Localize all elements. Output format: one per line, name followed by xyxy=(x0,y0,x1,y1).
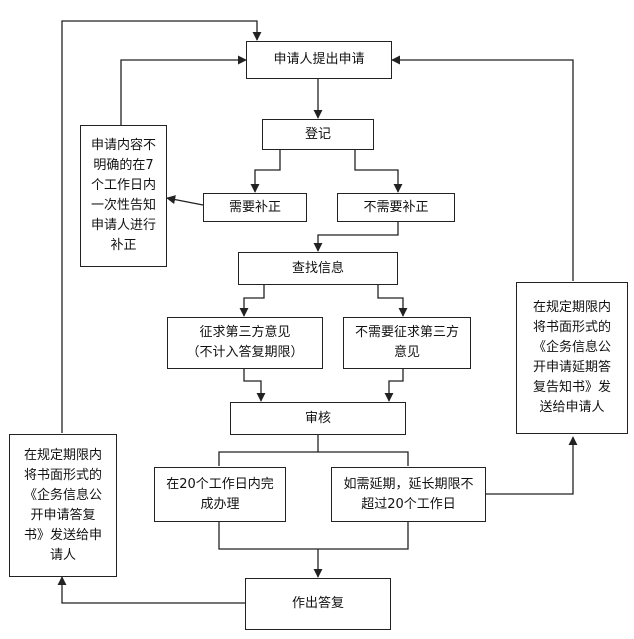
no-need-fix-box: 不需要补正 xyxy=(337,193,455,222)
need-fix-box: 需要补正 xyxy=(203,193,307,222)
line-merge-to-reply xyxy=(218,522,409,550)
extend-box: 如需延期，延长期限不 超过20个工作日 xyxy=(331,467,486,522)
third-party-box: 征求第三方意见 （不计入答复期限） xyxy=(167,317,323,369)
reply-box: 作出答复 xyxy=(245,578,391,630)
notify-fix-box: 申请内容不 明确的在7 个工作日内 一次性告知 申请人进行 补正 xyxy=(80,125,167,267)
extension-notice-box: 在规定期限内 将书面形式的 《企务信息公 开申请延期答 复告知书》发 送给申请人 xyxy=(516,282,628,434)
arrow-no-need-fix-to-search xyxy=(313,222,399,252)
arrow-third-party-to-review xyxy=(243,369,266,402)
arrow-register-to-need-fix xyxy=(250,149,281,193)
arrow-search-to-third-party xyxy=(239,285,265,317)
apply-box: 申请人提出申请 xyxy=(246,41,392,79)
arrow-search-to-no-third-party xyxy=(377,285,408,317)
arrow-extend-to-extension-notice xyxy=(486,436,578,495)
register-box: 登记 xyxy=(262,119,374,150)
line-review-split xyxy=(218,451,409,466)
review-box: 审核 xyxy=(230,402,406,435)
no-third-party-box: 不需要征求第三方 意见 xyxy=(343,317,471,369)
search-box: 查找信息 xyxy=(238,252,398,285)
arrow-reply-notice-back-to-top xyxy=(61,20,262,433)
arrow-no-third-party-to-review xyxy=(384,369,404,402)
arrow-extension-notice-back-to-apply xyxy=(391,55,574,281)
arrow-register-to-no-need-fix xyxy=(354,149,403,193)
arrow-reply-to-reply-notice xyxy=(57,576,245,604)
reply-notice-box: 在规定期限内 将书面形式的 《企务信息公 开申请答复 书》发送给申 请人 xyxy=(9,434,117,577)
arrow-need-fix-to-notice xyxy=(166,195,204,206)
arrow-notice-back-to-apply xyxy=(120,55,247,125)
within-20-days-box: 在20个工作日内完 成办理 xyxy=(154,467,286,522)
